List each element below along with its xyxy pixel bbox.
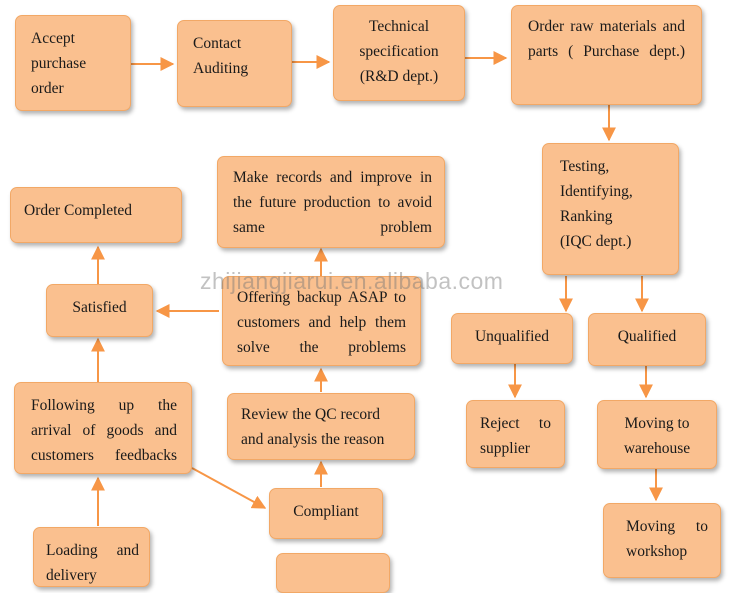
node-label: Qualified <box>617 328 677 345</box>
node-accept-purchase-order: Accept purchase order <box>15 15 131 111</box>
node-review-qc-record: Review the QC record and analysis the re… <box>227 393 415 460</box>
node-label: Offering backup ASAP to customers and he… <box>237 289 406 356</box>
node-following-up: Following up the arrival of goods and cu… <box>14 382 192 474</box>
node-compliant: Compliant <box>269 488 383 539</box>
node-label: Compliant <box>293 503 359 520</box>
node-label: Satisfied <box>72 299 127 316</box>
node-label: Review the QC record and analysis the re… <box>241 406 385 448</box>
node-reject-to-supplier: Reject to supplier <box>466 400 565 468</box>
node-label: Following up the arrival of goods and cu… <box>31 397 177 464</box>
node-label: Make records and improve in the future p… <box>233 169 432 236</box>
node-make-records: Make records and improve in the future p… <box>217 156 445 248</box>
connector-arrows <box>91 51 663 526</box>
node-order-raw-materials: Order raw materials and parts ( Purchase… <box>511 5 702 105</box>
node-label: Contact Auditing <box>193 35 249 77</box>
node-moving-to-workshop: Moving to workshop <box>603 503 721 578</box>
node-qualified: Qualified <box>588 313 706 366</box>
node-contact-auditing: Contact Auditing <box>177 20 292 107</box>
node-technical-specification: Technical specification (R&D dept.) <box>333 5 465 101</box>
node-testing-iqc: Testing, Identifying, Ranking (IQC dept.… <box>542 143 679 275</box>
node-moving-to-warehouse: Moving to warehouse <box>597 400 717 469</box>
node-bottom-partial <box>276 553 390 593</box>
node-label: Moving to workshop <box>626 518 708 560</box>
node-label: Order raw materials and parts ( Purchase… <box>528 18 685 60</box>
node-label: Testing, Identifying, Ranking (IQC dept.… <box>560 158 633 250</box>
node-label: Technical specification (R&D dept.) <box>359 18 439 85</box>
qc-process-flowchart: Accept purchase order Contact Auditing T… <box>10 5 721 593</box>
arrow-following-to-compliant <box>191 467 267 509</box>
node-label: Moving to warehouse <box>623 415 691 457</box>
node-label: Accept purchase order <box>31 30 87 97</box>
node-loading-delivery: Loading and delivery <box>33 527 150 587</box>
node-label: Order Completed <box>24 202 133 219</box>
node-satisfied: Satisfied <box>46 284 153 337</box>
node-label: Reject to supplier <box>480 415 551 457</box>
node-offering-backup: Offering backup ASAP to customers and he… <box>222 276 421 366</box>
node-order-completed: Order Completed <box>10 187 182 243</box>
node-label: Unqualified <box>474 328 550 345</box>
node-label: Loading and delivery <box>46 542 139 584</box>
node-unqualified: Unqualified <box>451 313 573 364</box>
